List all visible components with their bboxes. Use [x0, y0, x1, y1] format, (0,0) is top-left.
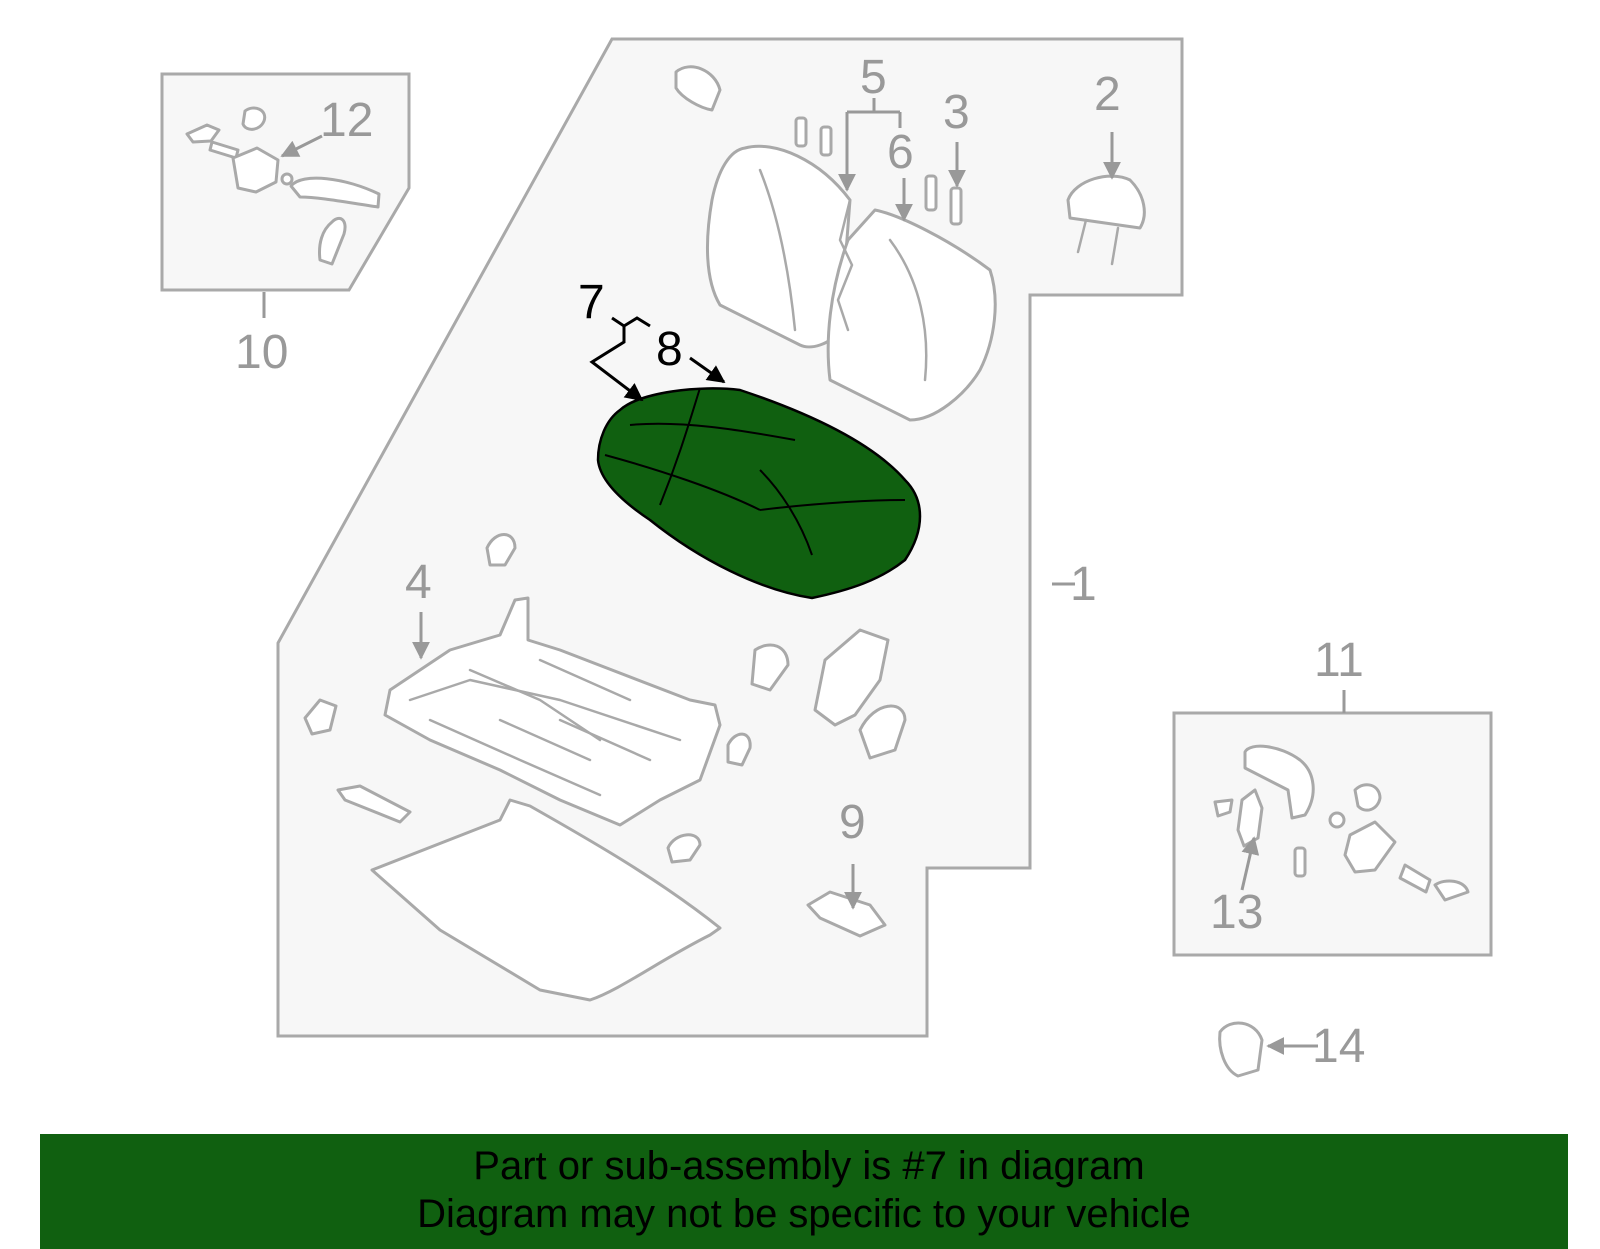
banner-line-2: Diagram may not be specific to your vehi… — [417, 1192, 1191, 1236]
banner-line-1: Part or sub-assembly is #7 in diagram — [473, 1144, 1145, 1188]
callout-12: 12 — [320, 94, 373, 147]
callout-6: 6 — [887, 126, 914, 179]
callout-10: 10 — [235, 326, 288, 379]
callout-9: 9 — [839, 796, 866, 849]
part-info-banner: Part or sub-assembly is #7 in diagram Di… — [40, 1134, 1568, 1249]
subpanel-11 — [1172, 711, 1493, 957]
callout-13: 13 — [1210, 886, 1263, 939]
part-10-components — [185, 106, 381, 266]
callout-2: 2 — [1094, 68, 1121, 121]
seat-cushion-part-7[interactable] — [596, 387, 922, 600]
seat-back — [706, 144, 997, 422]
callout-1: 1 — [1070, 558, 1097, 611]
callout-14: 14 — [1312, 1020, 1365, 1073]
bracket-part-9 — [806, 890, 887, 938]
callout-11: 11 — [1314, 634, 1364, 687]
callout-7[interactable]: 7 — [578, 276, 605, 329]
clip-part-14 — [1218, 1021, 1264, 1078]
callout-3: 3 — [943, 86, 970, 139]
seat-frame-part-4 — [383, 596, 722, 827]
part-11-components — [1213, 744, 1470, 902]
floor-panel — [370, 798, 722, 1002]
callout-5: 5 — [860, 51, 887, 104]
headrest-part-2 — [1066, 174, 1146, 266]
callout-8: 8 — [656, 323, 683, 376]
callout-labels: 1 2 3 4 5 6 7 8 9 10 11 12 13 14 — [235, 51, 1365, 1073]
clip-top — [674, 65, 722, 112]
misc-brackets — [303, 533, 907, 864]
leader-lines — [262, 98, 1346, 1055]
callout-4: 4 — [405, 556, 432, 609]
bolts-part-3 — [794, 116, 963, 226]
